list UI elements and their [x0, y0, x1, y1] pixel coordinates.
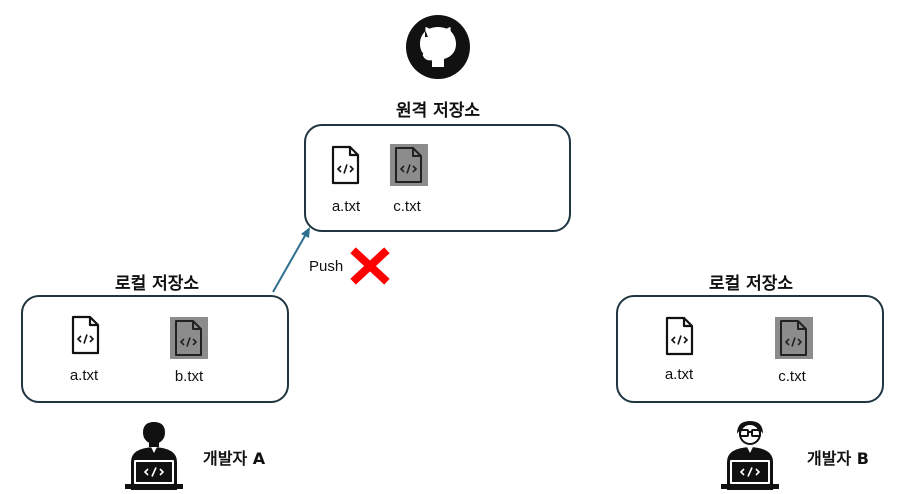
local-b-file-a: a.txt: [664, 366, 694, 383]
local-a-file-a: a.txt: [69, 367, 99, 384]
remote-repo-title: 원격 저장소: [395, 101, 481, 121]
developer-laptop-icon: [125, 422, 183, 490]
developer-glasses-laptop-icon: [721, 421, 779, 490]
local-repo-a-box: [21, 295, 289, 403]
github-icon: [406, 15, 470, 79]
code-file-shaded-icon: [775, 317, 813, 359]
local-repo-a-title: 로컬 저장소: [114, 274, 200, 294]
local-repo-b-box: [616, 295, 884, 403]
push-label: Push: [309, 258, 344, 275]
local-repo-b-title: 로컬 저장소: [708, 274, 794, 294]
local-b-file-c: c.txt: [778, 368, 806, 385]
code-file-shaded-icon: [390, 144, 428, 186]
code-file-icon: [70, 315, 100, 355]
developer-a-label: 개발자 A: [203, 449, 266, 468]
remote-file-a: a.txt: [331, 198, 361, 215]
x-mark-icon: [350, 247, 390, 285]
code-file-icon: [664, 316, 694, 356]
code-file-icon: [330, 145, 360, 185]
code-file-shaded-icon: [170, 317, 208, 359]
push-arrow: [272, 227, 310, 293]
remote-file-c: c.txt: [393, 198, 421, 215]
developer-b-label: 개발자 B: [807, 449, 869, 468]
local-a-file-b: b.txt: [174, 368, 204, 385]
